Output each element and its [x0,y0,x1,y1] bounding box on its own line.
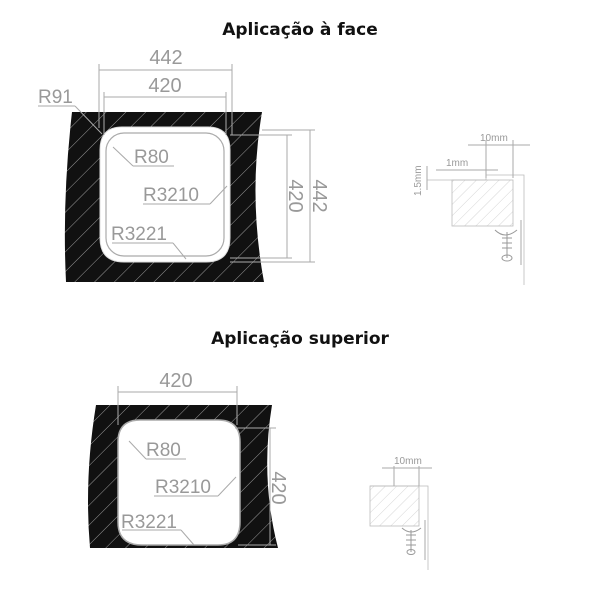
radius-r3221: R3221 [121,512,177,533]
dim-inner-width: 420 [148,75,181,97]
dim-outer-width: 442 [149,47,182,69]
detail-offset-label: 1mm [446,158,468,169]
section-title-top-mount: Aplicação superior [211,329,389,349]
sink-flush-drawing: 442 420 420 442 R91 R80 R3210 R3221 [38,47,330,282]
dim-width: 420 [159,370,192,392]
dim-outer-height: 442 [308,179,330,212]
radius-r3221: R3221 [111,224,167,245]
dim-inner-height: 420 [284,179,306,212]
radius-r91: R91 [38,87,73,108]
radius-r3210: R3210 [155,477,211,498]
countertop-cutout-shape [64,112,264,282]
flush-mount-section-detail: 10mm 1mm 1.5mm [413,133,530,285]
bowl-outline [105,132,225,257]
flange-outline [99,126,231,263]
dim-height: 420 [267,471,289,504]
radius-r3210: R3210 [143,185,199,206]
detail-width-label: 10mm [394,456,422,467]
detail-width-label: 10mm [480,133,508,144]
radius-r80: R80 [134,147,169,168]
detail-height-label: 1.5mm [413,165,424,196]
top-mount-section-detail: 10mm [369,456,432,570]
sink-top-mount-drawing: 420 420 R80 R3210 R3221 [88,370,289,548]
clamp-screw-icon [401,527,422,555]
section-title-flush: Aplicação à face [222,20,378,40]
radius-r80: R80 [146,440,181,461]
clamp-screw-icon [494,229,518,262]
